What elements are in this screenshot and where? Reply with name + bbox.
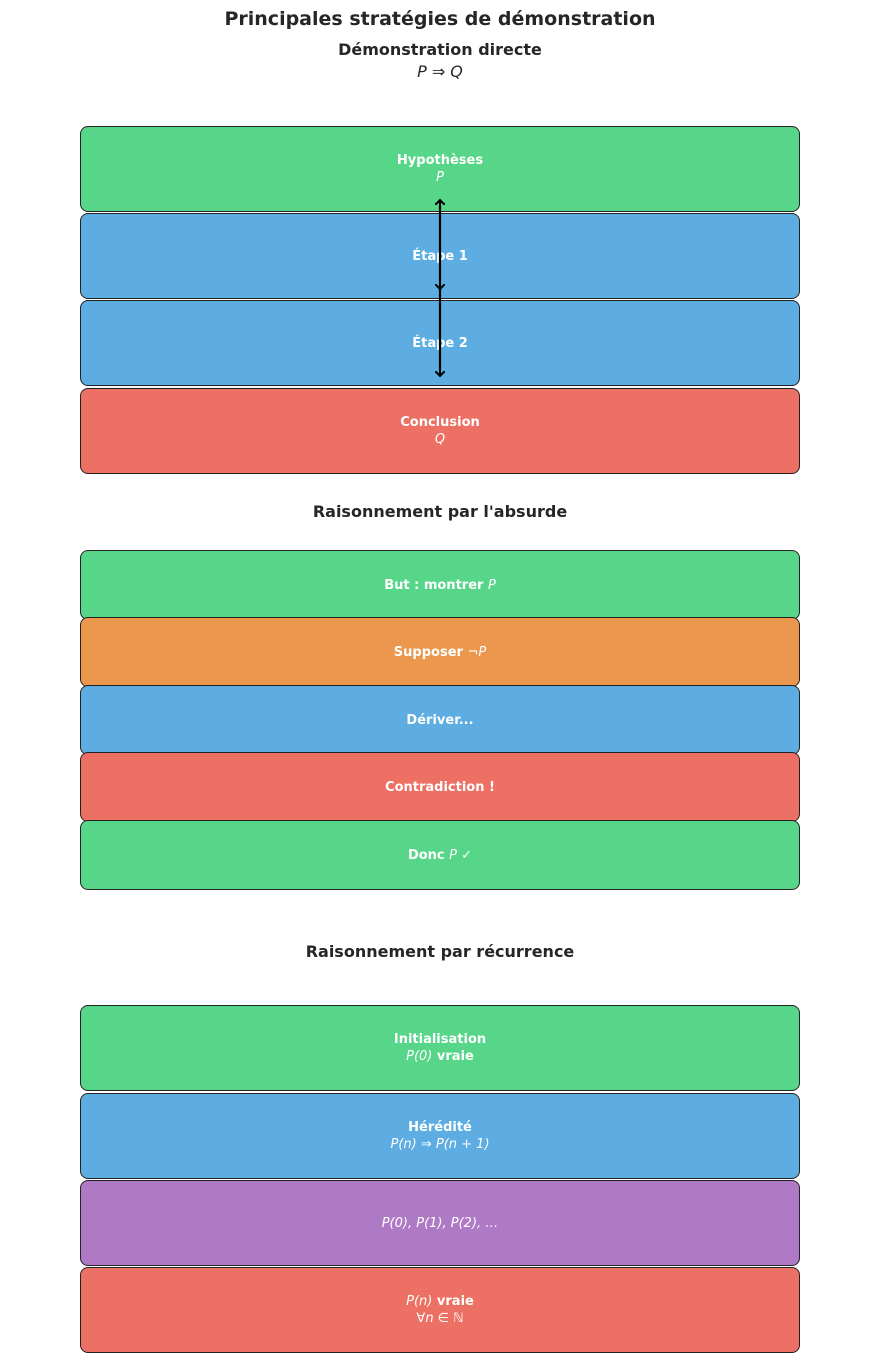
step-sub-text: vraie <box>436 1049 474 1064</box>
direct-step-conclusion: Conclusion Q <box>80 388 800 474</box>
direct-formula: P ⇒ Q <box>417 62 463 81</box>
induction-step-heredity: Hérédité P(n) ⇒ P(n + 1) <box>80 1093 800 1179</box>
direct-step-hypotheses: Hypothèses P <box>80 126 800 212</box>
step-math: P(0), P(1), P(2), … <box>381 1215 499 1231</box>
step-math: P <box>487 577 496 593</box>
step-label: Hypothèses <box>396 153 484 168</box>
step-math: P(0) <box>406 1049 433 1064</box>
step-sub-text: vraie <box>436 1294 474 1309</box>
direct-step-2: Étape 2 <box>80 300 800 386</box>
absurd-step-goal: But : montrer P <box>80 550 800 620</box>
absurd-heading: Raisonnement par l'absurde <box>312 502 568 521</box>
step-label: But : montrer <box>384 577 484 593</box>
step-sub: Q <box>434 432 446 447</box>
induction-step-init: Initialisation P(0) vraie <box>80 1005 800 1091</box>
diagram-title: Principales stratégies de démonstration <box>224 8 656 30</box>
step-label: Étape 2 <box>412 335 468 351</box>
step-label: Conclusion <box>400 415 480 430</box>
absurd-step-derive: Dériver... <box>80 685 800 755</box>
step-label: Supposer <box>393 644 463 660</box>
step-label: Dériver... <box>406 712 474 728</box>
step-extra: ∀n ∈ ℕ <box>416 1311 464 1326</box>
step-label: Initialisation <box>393 1032 487 1047</box>
direct-heading: Démonstration directe <box>338 40 542 59</box>
induction-step-conclusion: P(n) vraie ∀n ∈ ℕ <box>80 1267 800 1353</box>
absurd-step-contradiction: Contradiction ! <box>80 752 800 822</box>
step-label: Étape 1 <box>412 248 468 264</box>
induction-step-chain: P(0), P(1), P(2), … <box>80 1180 800 1266</box>
absurd-step-suppose: Supposer ¬P <box>80 617 800 687</box>
step-label: Contradiction ! <box>385 779 495 795</box>
induction-heading: Raisonnement par récurrence <box>305 942 575 961</box>
step-math: P(n) <box>406 1294 433 1309</box>
step-math: P(n) ⇒ P(n + 1) <box>390 1137 490 1152</box>
step-label: Donc <box>407 847 445 863</box>
step-math: ¬P <box>467 644 487 660</box>
step-label: Hérédité <box>408 1120 472 1135</box>
step-math: P ✓ <box>449 847 473 863</box>
step-sub: P <box>436 170 444 185</box>
absurd-step-therefore: Donc P ✓ <box>80 820 800 890</box>
direct-step-1: Étape 1 <box>80 213 800 299</box>
